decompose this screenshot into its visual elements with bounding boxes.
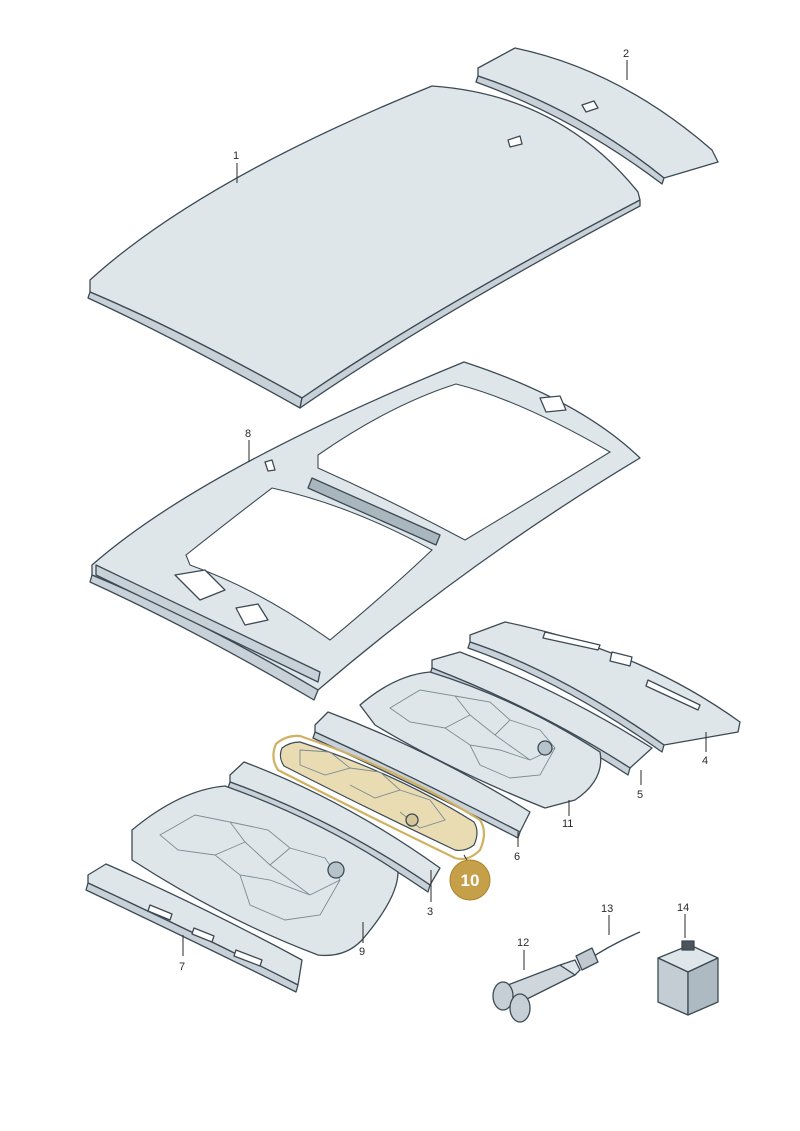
part-13-nozzle[interactable] — [575, 931, 641, 971]
part-2-roof-strip[interactable] — [475, 47, 719, 185]
part-9-padding-panel[interactable] — [131, 785, 399, 957]
part-10-highlighted-panel[interactable] — [272, 734, 486, 861]
part-4-crossmember[interactable] — [467, 621, 741, 753]
label-part-2: 2 — [623, 48, 629, 60]
part-1-roof-panel[interactable] — [87, 85, 641, 409]
label-part-7: 7 — [179, 961, 185, 973]
label-part-14: 14 — [677, 902, 689, 914]
callout-labels: 1 2 3 4 5 6 7 8 9 11 12 13 14 — [179, 48, 708, 973]
part-8-roof-frame[interactable] — [89, 361, 641, 701]
label-part-12: 12 — [517, 937, 529, 949]
label-part-8: 8 — [245, 428, 251, 440]
label-part-1: 1 — [233, 150, 239, 162]
label-part-10: 10 — [461, 871, 480, 890]
label-part-9: 9 — [359, 946, 365, 958]
part-11-padding-panel[interactable] — [359, 671, 602, 809]
part-14-container[interactable] — [657, 940, 719, 1016]
highlight-badge-part-10[interactable]: 10 — [449, 859, 491, 901]
leader-lines — [182, 60, 707, 970]
label-part-6: 6 — [514, 851, 520, 863]
label-part-3: 3 — [427, 906, 433, 918]
label-part-13: 13 — [601, 903, 613, 915]
highlight-badge-circle — [449, 859, 491, 901]
label-part-4: 4 — [702, 755, 708, 767]
part-7-front-crossmember[interactable] — [85, 863, 303, 993]
label-part-11: 11 — [562, 818, 573, 830]
part-12-cartridge[interactable] — [492, 959, 581, 1023]
label-part-5: 5 — [637, 789, 643, 801]
